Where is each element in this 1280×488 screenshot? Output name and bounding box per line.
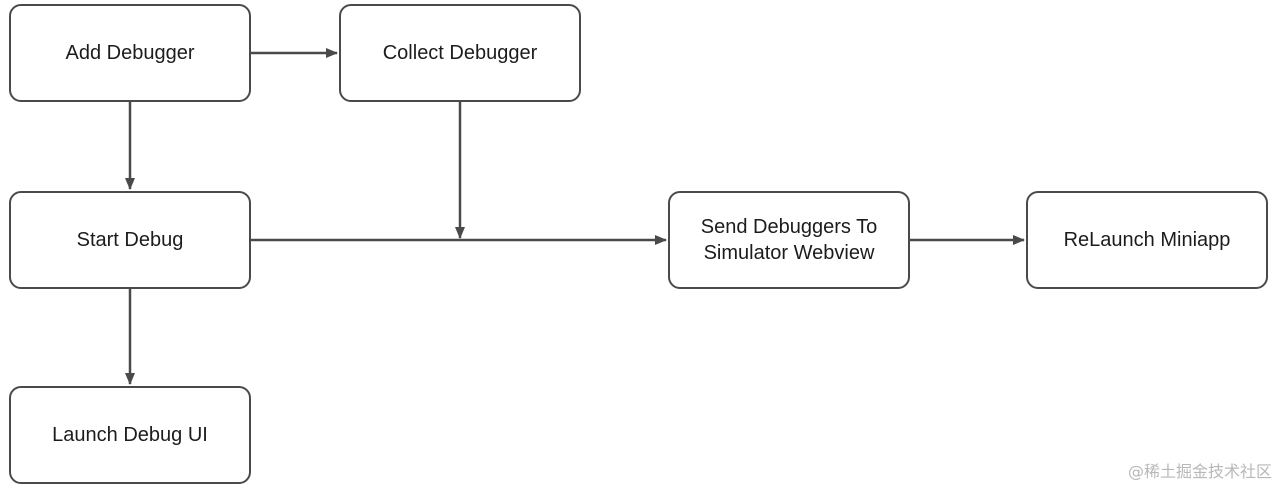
node-send-debuggers-label: Send Debuggers To Simulator Webview xyxy=(700,216,878,264)
node-start-debug-label: Start Debug xyxy=(76,229,184,251)
node-collect-debugger-label: Collect Debugger xyxy=(382,42,538,64)
node-add-debugger-label: Add Debugger xyxy=(65,42,195,64)
watermark: @稀土掘金技术社区 xyxy=(1127,462,1272,481)
node-collect-debugger: Collect Debugger xyxy=(339,4,581,102)
node-relaunch-miniapp-label: ReLaunch Miniapp xyxy=(1063,229,1231,251)
node-launch-debug-ui-label: Launch Debug UI xyxy=(52,424,208,446)
node-relaunch-miniapp: ReLaunch Miniapp xyxy=(1026,191,1268,289)
node-start-debug: Start Debug xyxy=(9,191,251,289)
node-launch-debug-ui: Launch Debug UI xyxy=(9,386,251,484)
node-add-debugger: Add Debugger xyxy=(9,4,251,102)
node-send-debuggers: Send Debuggers To Simulator Webview xyxy=(668,191,910,289)
